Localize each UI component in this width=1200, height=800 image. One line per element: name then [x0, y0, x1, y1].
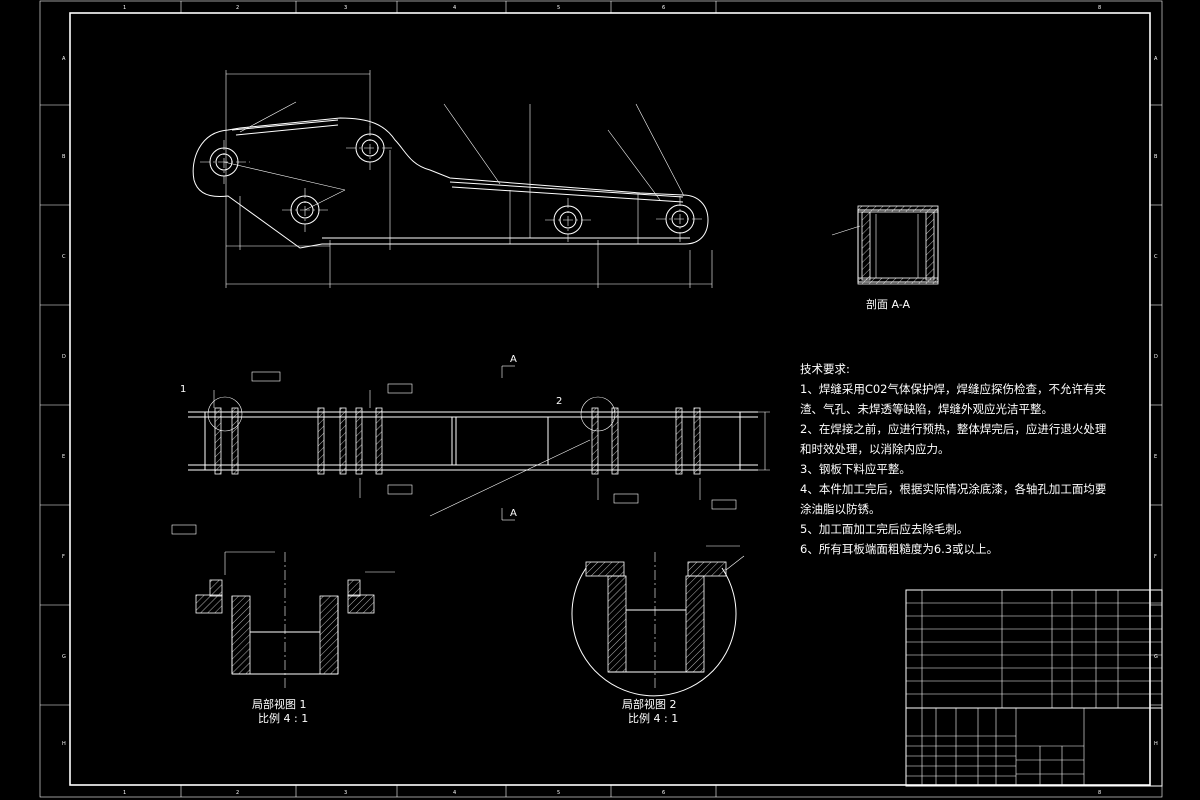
plan-view: 1 2 A A — [171, 354, 770, 535]
detail-2-scale: 比例 4 : 1 — [628, 711, 678, 725]
zone-label-bottom: 6 — [662, 790, 665, 796]
zone-label-side: G — [1154, 654, 1158, 660]
zone-label-bottom: 1 — [123, 790, 126, 796]
section-marker-top: A — [510, 354, 517, 365]
zone-label-side: C — [62, 254, 66, 260]
zone-label-bottom: 5 — [557, 790, 560, 796]
detail-1-scale: 比例 4 : 1 — [258, 711, 308, 725]
zone-label-top: 8 — [1098, 5, 1101, 11]
zone-label-bottom: 4 — [453, 790, 456, 796]
detail-1-title: 局部视图 1 — [252, 697, 307, 711]
zone-label-top: 2 — [236, 5, 239, 11]
zone-label-top: 4 — [453, 5, 456, 11]
zone-label-side: D — [1154, 354, 1158, 360]
zone-label-bottom: 3 — [344, 790, 347, 796]
zone-label-side: E — [62, 454, 65, 460]
tech-req-line: 2、在焊接之前，应进行预热，整体焊完后，应进行退火处理 — [800, 422, 1107, 436]
detail-1-marker: 1 — [180, 384, 186, 395]
detail-view-1: 局部视图 1 比例 4 : 1 — [195, 551, 395, 725]
tech-req-line: 1、焊缝采用C02气体保护焊，焊缝应探伤检查，不允许有夹 — [800, 382, 1106, 396]
section-aa-title: 剖面 A-A — [866, 297, 911, 311]
zone-label-top: 6 — [662, 5, 665, 11]
tech-req-line: 3、钢板下料应平整。 — [800, 462, 911, 476]
zone-label-side: E — [1154, 454, 1157, 460]
tech-req-line: 渣、气孔、未焊透等缺陷，焊缝外观应光洁平整。 — [800, 402, 1053, 416]
tech-req-line: 涂油脂以防锈。 — [800, 502, 881, 516]
front-view — [192, 70, 713, 288]
zone-label-side: D — [62, 354, 66, 360]
section-aa-view: 剖面 A-A — [831, 205, 939, 311]
tech-req-line: 4、本件加工完后，根据实际情况涂底漆，各轴孔加工面均要 — [800, 482, 1106, 496]
tech-req-line: 6、所有耳板端面粗糙度为6.3或以上。 — [800, 542, 998, 556]
tech-requirements: 技术要求: 1、焊缝采用C02气体保护焊，焊缝应探伤检查，不允许有夹 渣、气孔、… — [800, 362, 1107, 556]
zone-label-side: A — [62, 56, 66, 62]
detail-2-marker: 2 — [556, 396, 562, 407]
section-marker-bottom: A — [510, 508, 517, 519]
zone-label-side: G — [62, 654, 66, 660]
zone-label-side: F — [62, 554, 65, 560]
tech-req-heading: 技术要求: — [800, 362, 850, 376]
zone-label-side: C — [1154, 254, 1158, 260]
zone-label-side: F — [1154, 554, 1157, 560]
zone-label-bottom: 8 — [1098, 790, 1101, 796]
zone-label-bottom: 2 — [236, 790, 239, 796]
zone-label-side: B — [1154, 154, 1158, 160]
title-block — [905, 707, 1163, 787]
drawing-border: 1 2 3 4 5 6 8 1 2 3 4 5 6 8 A B C D E F … — [39, 0, 1163, 798]
zone-label-side: H — [62, 741, 66, 747]
detail-view-2: 局部视图 2 比例 4 : 1 — [571, 545, 745, 725]
detail-2-title: 局部视图 2 — [622, 697, 677, 711]
tech-req-line: 和时效处理，以消除内应力。 — [800, 442, 950, 456]
zone-label-top: 3 — [344, 5, 347, 11]
tech-req-line: 5、加工面加工完后应去除毛刺。 — [800, 522, 968, 536]
zone-label-side: H — [1154, 741, 1158, 747]
zone-label-side: A — [1154, 56, 1158, 62]
parts-list — [905, 589, 1163, 709]
zone-label-top: 5 — [557, 5, 560, 11]
zone-label-top: 1 — [123, 5, 126, 11]
zone-label-side: B — [62, 154, 66, 160]
